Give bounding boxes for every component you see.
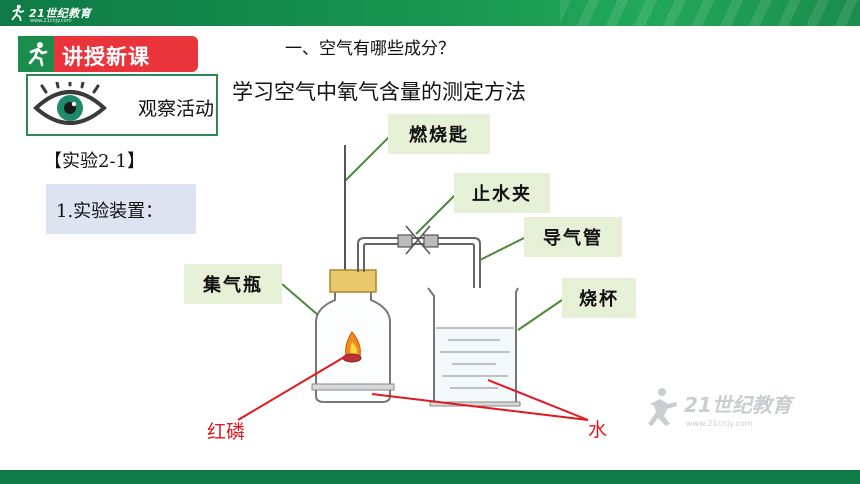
callout-leaders bbox=[281, 135, 563, 331]
setup-label: 1.实验装置： bbox=[56, 201, 164, 222]
setup-box: 1.实验装置： bbox=[46, 184, 196, 234]
callout-water-clamp: 止水夹 bbox=[454, 173, 550, 213]
leader-bottle bbox=[281, 283, 319, 316]
runner-icon bbox=[11, 4, 25, 22]
leader-clamp bbox=[415, 194, 456, 235]
watermark-url: www.21cnjy.com bbox=[686, 419, 753, 428]
beaker bbox=[427, 287, 521, 407]
callout-burning-spoon: 燃烧匙 bbox=[388, 114, 490, 154]
flame-icon bbox=[342, 331, 362, 363]
bottle-stopper bbox=[329, 269, 377, 293]
leader-tube bbox=[479, 237, 525, 261]
water-clamp bbox=[397, 225, 439, 255]
bottom-banner bbox=[0, 470, 860, 484]
section-title: 一、空气有哪些成分？ bbox=[285, 39, 455, 59]
badge-label: 讲授新课 bbox=[62, 45, 150, 69]
banner-stripes bbox=[560, 0, 860, 26]
logo-subtext: www.21cnjy.com bbox=[30, 18, 72, 24]
observation-box: 观察活动 bbox=[26, 74, 218, 136]
badge-icon-box bbox=[18, 36, 54, 72]
top-banner: 21世纪教育 www.21cnjy.com bbox=[0, 0, 860, 26]
pointer-water-beaker bbox=[487, 379, 589, 421]
bottle-base bbox=[311, 383, 395, 391]
callout-gas-bottle: 集气瓶 bbox=[184, 264, 282, 304]
eye-icon bbox=[33, 82, 107, 125]
logo-text: 21世纪教育 bbox=[29, 7, 92, 20]
experiment-label: 【实验2-1】 bbox=[44, 151, 145, 172]
watermark-text: 21世纪教育 bbox=[684, 393, 795, 417]
pointer-phosphorus bbox=[237, 355, 347, 421]
watermark-logo: 21世纪教育 www.21cnjy.com bbox=[648, 388, 795, 428]
pointer-water-bottle bbox=[371, 393, 589, 421]
label-water: 水 bbox=[588, 419, 608, 441]
callout-beaker: 烧杯 bbox=[562, 278, 636, 318]
badge-label-box bbox=[54, 36, 198, 72]
lesson-title: 学习空气中氧气含量的测定方法 bbox=[232, 80, 526, 104]
brand-logo: 21世纪教育 www.21cnjy.com bbox=[8, 3, 92, 24]
observation-label: 观察活动 bbox=[138, 98, 215, 120]
label-red-phosphorus: 红磷 bbox=[207, 421, 246, 443]
lesson-badge: 讲授新课 bbox=[18, 36, 198, 72]
red-pointers bbox=[237, 355, 589, 421]
runner-icon bbox=[28, 42, 48, 67]
callout-delivery-tube: 导气管 bbox=[524, 217, 622, 257]
watermark-runner-icon bbox=[648, 388, 677, 426]
leader-beaker bbox=[517, 299, 563, 331]
leader-spoon bbox=[344, 135, 391, 182]
